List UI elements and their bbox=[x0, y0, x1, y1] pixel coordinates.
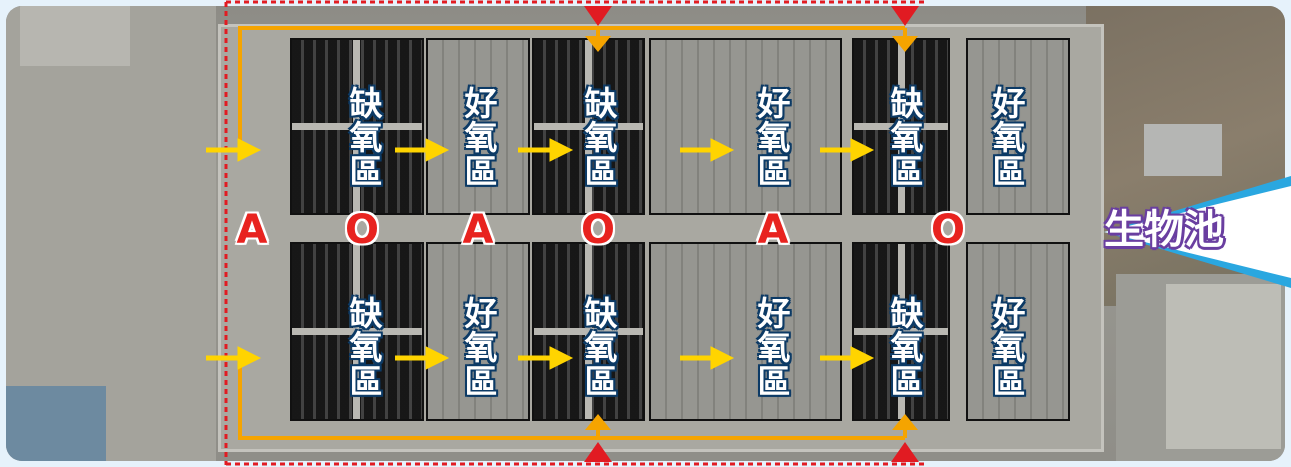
process-letter: O bbox=[930, 207, 966, 253]
tank-cell bbox=[532, 242, 645, 421]
zone-label-anoxic: 缺氧區 bbox=[579, 296, 618, 398]
zone-label-anoxic: 缺氧區 bbox=[344, 296, 383, 398]
callout-wedge bbox=[1104, 176, 1291, 288]
tank-cell bbox=[852, 38, 950, 215]
flow-arrow-icon bbox=[206, 346, 875, 370]
zone-label-aerobic: 好氧區 bbox=[459, 296, 498, 398]
process-letter: A bbox=[757, 207, 789, 253]
small-house bbox=[1144, 124, 1222, 176]
zone-label-aerobic: 好氧區 bbox=[987, 86, 1026, 188]
zone-label-aerobic: 好氧區 bbox=[752, 296, 791, 398]
process-letter: O bbox=[580, 207, 616, 253]
boundary-line bbox=[224, 0, 925, 466]
process-letter: O bbox=[344, 207, 380, 253]
yard-building bbox=[20, 6, 130, 66]
tank-cell bbox=[290, 38, 424, 215]
tank-cell bbox=[649, 38, 842, 215]
tank-cell bbox=[426, 242, 530, 421]
tank-cell bbox=[966, 38, 1070, 215]
process-letter: A bbox=[462, 207, 494, 253]
tank-cell bbox=[532, 38, 645, 215]
yard-shed bbox=[6, 386, 106, 461]
tank-cell bbox=[966, 242, 1070, 421]
feed-arrow-icon bbox=[585, 36, 918, 430]
zone-label-aerobic: 好氧區 bbox=[752, 86, 791, 188]
zone-label-anoxic: 缺氧區 bbox=[885, 296, 924, 398]
zone-label-aerobic: 好氧區 bbox=[987, 296, 1026, 398]
flow-arrow-icon bbox=[206, 138, 875, 162]
callout-label: 生物池 bbox=[1104, 207, 1224, 253]
tank-cell bbox=[426, 38, 530, 215]
right-building bbox=[1116, 274, 1285, 461]
tank-cell bbox=[649, 242, 842, 421]
right-building-roof bbox=[1166, 284, 1281, 449]
zone-label-aerobic: 好氧區 bbox=[459, 86, 498, 188]
left-yard bbox=[6, 6, 216, 461]
tank-cell bbox=[852, 242, 950, 421]
zone-label-anoxic: 缺氧區 bbox=[344, 86, 383, 188]
feed-line bbox=[238, 26, 907, 440]
tank-cell bbox=[290, 242, 424, 421]
zone-label-anoxic: 缺氧區 bbox=[885, 86, 924, 188]
feed-arrow-icon bbox=[584, 6, 919, 462]
process-letter: A bbox=[236, 207, 268, 253]
zone-label-anoxic: 缺氧區 bbox=[579, 86, 618, 188]
